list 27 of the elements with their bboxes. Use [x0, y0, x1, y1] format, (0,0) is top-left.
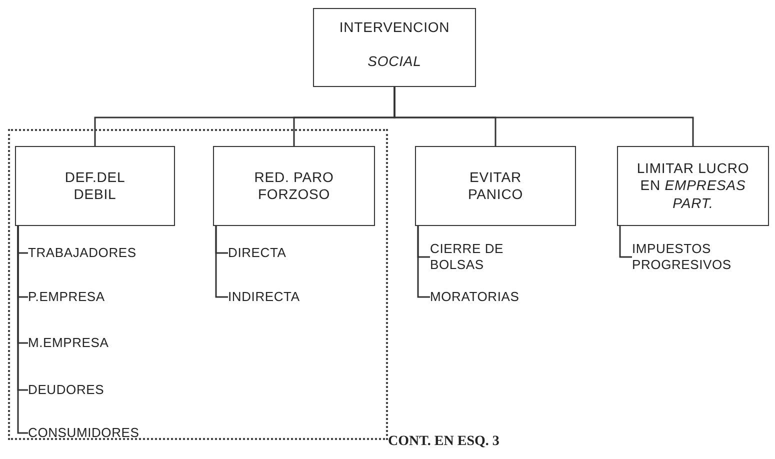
category-box	[213, 146, 375, 226]
box-title: EVITAR PANICO	[466, 168, 524, 204]
box-title: LIMITAR LUCRO EN EMPRESAS PART.	[636, 160, 750, 212]
category-box	[313, 8, 476, 87]
branch-label: TRABAJADORES	[28, 245, 136, 261]
branch-label: MORATORIAS	[430, 289, 520, 305]
connector-line	[619, 226, 632, 258]
box-title: RED. PARO FORZOSO	[253, 168, 335, 204]
branch-label: IMPUESTOS PROGRESIVOS	[632, 241, 732, 273]
branch-label: CONSUMIDORES	[28, 425, 140, 441]
connector-line	[394, 87, 694, 146]
connector-line	[17, 226, 28, 434]
category-box	[415, 146, 576, 226]
box-title: SOCIAL	[368, 52, 422, 70]
branch-label: P.EMPRESA	[28, 289, 105, 305]
branch-label: M.EMPRESA	[28, 335, 109, 351]
category-box	[617, 146, 769, 226]
branch-label: DEUDORES	[28, 382, 104, 398]
box-title: DEF.DEL DEBIL	[64, 168, 126, 204]
branch-label: INDIRECTA	[228, 289, 300, 305]
box-title: INTERVENCION	[339, 19, 450, 36]
connector-line	[215, 226, 228, 298]
branch-label: CIERRE DE BOLSAS	[430, 241, 504, 273]
category-box	[15, 146, 175, 226]
branch-label: DIRECTA	[228, 245, 286, 261]
continuation-note: CONT. EN ESQ. 3	[388, 434, 500, 450]
connector-line	[417, 226, 430, 298]
